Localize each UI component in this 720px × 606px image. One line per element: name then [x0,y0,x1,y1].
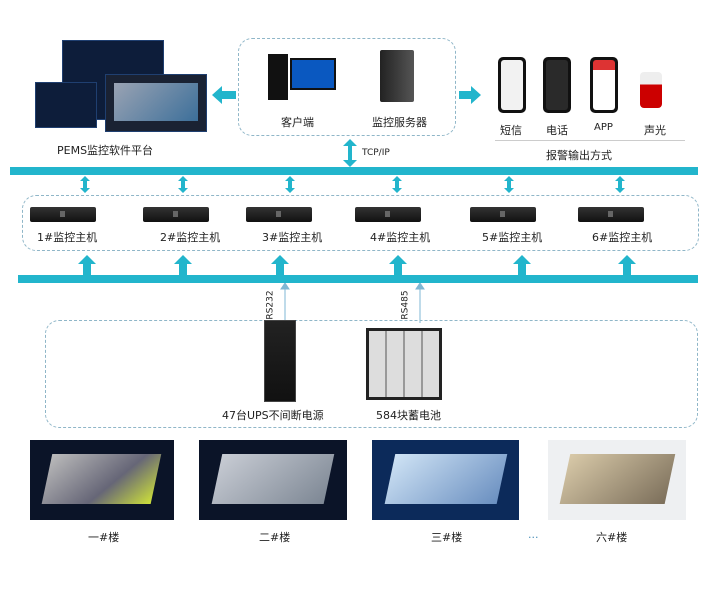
host-label: 3#监控主机 [262,231,323,244]
server-label: 监控服务器 [372,116,427,129]
battery-icon [366,328,442,400]
building-label: 六#楼 [596,531,628,544]
host-3-device [246,207,312,222]
host-label: 4#监控主机 [370,231,431,244]
building-2-image [199,440,347,520]
host-label: 5#监控主机 [482,231,543,244]
host-6-device [578,207,644,222]
host-5-device [470,207,536,222]
host-2-device [143,207,209,222]
host-label: 1#监控主机 [37,231,98,244]
divider [495,140,685,141]
ellipsis: ... [528,528,539,541]
building-label: 二#楼 [259,531,291,544]
tcp-label: TCP/IP [362,148,390,158]
sms-phone-icon [498,57,526,113]
pems-platform-label: PEMS监控软件平台 [57,144,154,157]
host-group [22,195,699,251]
rs232-label: RS232 [265,290,276,320]
device-group [45,320,698,428]
host-label: 2#监控主机 [160,231,221,244]
ups-label: 47台UPS不间断电源 [222,409,324,422]
host-link-arrows [80,176,625,193]
building-6-image [548,440,686,520]
server-icon [380,50,414,102]
ups-icon [264,320,296,402]
tcp-double-arrow-icon [343,139,357,167]
building-1-image [30,440,174,520]
alarm-title: 报警输出方式 [546,149,612,162]
alarm-sms-label: 短信 [500,124,522,137]
arrow-right-icon [459,86,481,104]
call-phone-icon [543,57,571,113]
client-monitor-icon [290,58,336,90]
host-label: 6#监控主机 [592,231,653,244]
client-tower [268,54,288,100]
building-label: 一#楼 [88,531,120,544]
client-label: 客户端 [281,116,314,129]
host-4-device [355,207,421,222]
host-1-device [30,207,96,222]
network-bus [10,167,698,175]
battery-label: 584块蓄电池 [376,409,441,422]
building-3-image [372,440,519,520]
siren-icon [640,72,662,108]
serial-link-arrows [280,283,425,323]
rs485-label: RS485 [400,290,411,320]
building-label: 三#楼 [431,531,463,544]
alarm-app-label: APP [594,122,613,133]
center-group [238,38,456,136]
field-bus [18,275,698,283]
app-phone-icon [590,57,618,113]
alarm-call-label: 电话 [546,124,568,137]
alarm-light-label: 声光 [644,124,666,137]
arrow-left-icon [212,86,236,104]
